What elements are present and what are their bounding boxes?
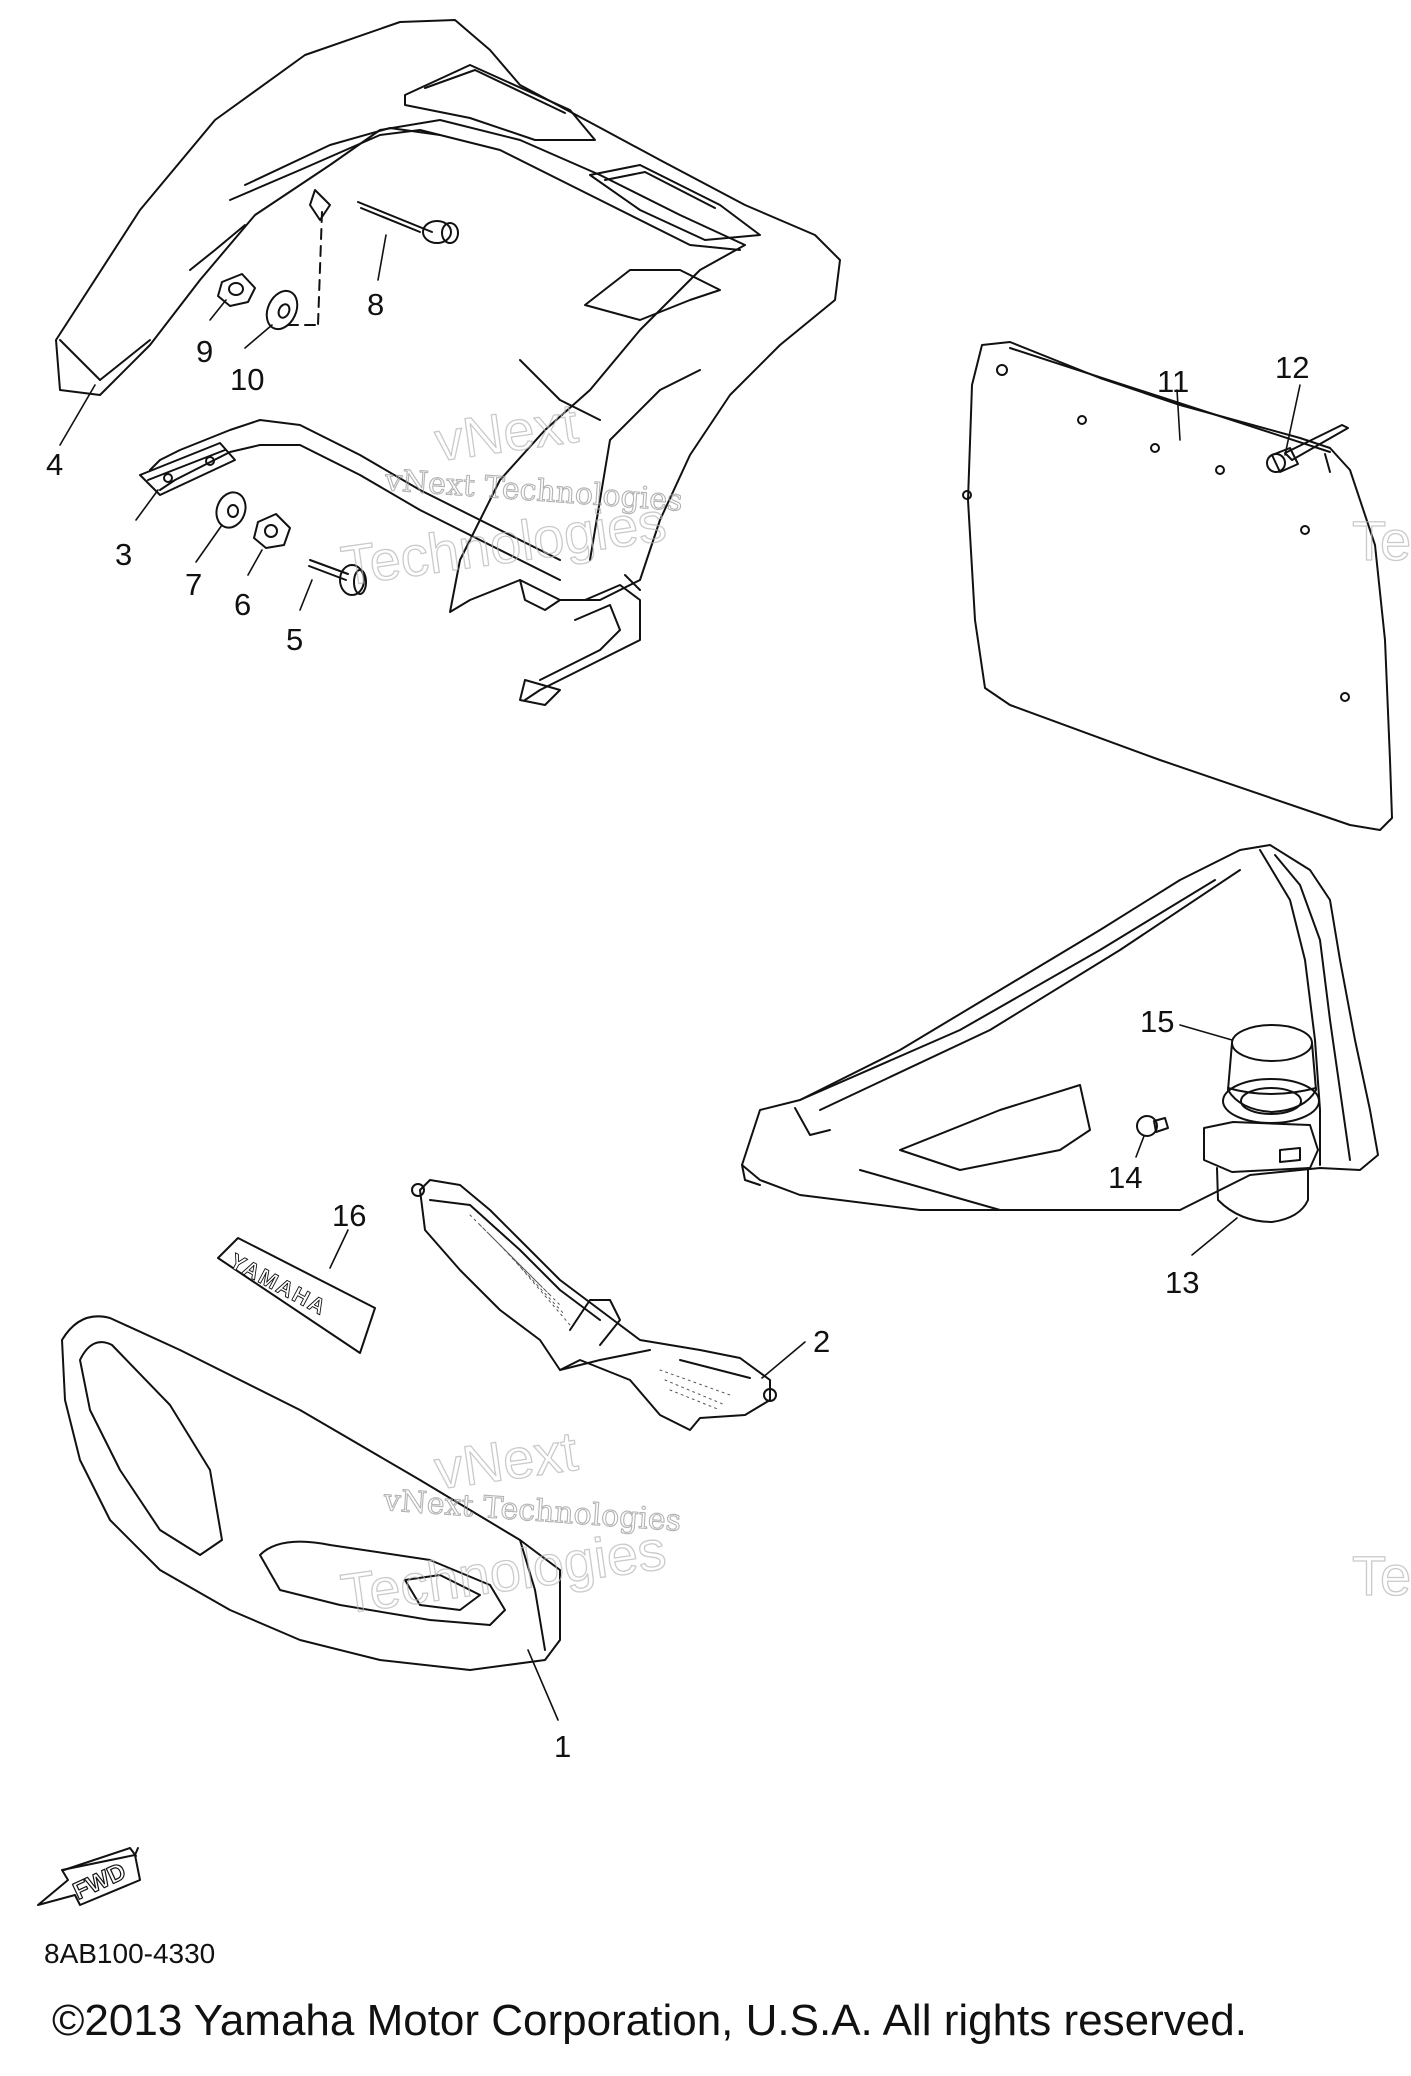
watermark-edge-upper: Te (1352, 509, 1411, 572)
callout-11: 11 (1157, 364, 1189, 399)
callout-3: 3 (115, 537, 132, 572)
part-4-rear-frame (56, 20, 840, 705)
part-6-nut (254, 514, 290, 548)
callout-10: 10 (230, 362, 264, 397)
watermark-upper-vnext: vNext (431, 391, 582, 473)
callout-2: 2 (813, 1324, 830, 1359)
callout-14: 14 (1108, 1160, 1142, 1195)
watermark-edge-lower: Te (1352, 1544, 1411, 1607)
part-9-nut (218, 274, 255, 306)
callout-7: 7 (185, 567, 202, 602)
part-13-socket (1204, 1079, 1319, 1222)
part-7-washer (212, 488, 251, 531)
part-5-bolt (309, 560, 366, 595)
watermark-lower-tech: Technologies (337, 1518, 669, 1626)
reference-code: 8AB100-4330 (44, 1938, 216, 1969)
callout-8: 8 (367, 287, 384, 322)
callout-6: 6 (234, 587, 251, 622)
part-10-washer (261, 286, 303, 334)
callout-15: 15 (1140, 1004, 1174, 1039)
vent-hatch (470, 1215, 730, 1410)
part-12-pin (1267, 425, 1348, 472)
callout-1: 1 (554, 1729, 571, 1764)
fwd-arrow: FWD (38, 1848, 140, 1906)
part-16-decal: YAMAHA (218, 1238, 375, 1353)
part-3-bracket (140, 443, 235, 495)
callout-4: 4 (46, 447, 63, 482)
callout-16: 16 (332, 1198, 366, 1233)
part-lamp-housing (742, 845, 1378, 1210)
dashed-leader-4 (288, 212, 322, 325)
callout-13: 13 (1165, 1265, 1199, 1300)
watermark-lower: vNext vNext Technologies Technologies (336, 1418, 682, 1626)
callout-12: 12 (1275, 350, 1309, 385)
part-11-panel (963, 342, 1392, 830)
part-1-front-cover (62, 1316, 560, 1670)
callout-9: 9 (196, 334, 213, 369)
part-14-pin (1137, 1116, 1168, 1136)
part-8-bolt (358, 202, 458, 243)
copyright-notice: ©2013 Yamaha Motor Corporation, U.S.A. A… (52, 1996, 1247, 2045)
callout-numbers: 4 3 7 6 5 8 9 10 11 12 15 14 13 16 2 1 (46, 287, 1309, 1764)
watermark-upper: vNext vNext Technologies Technologies (337, 390, 685, 598)
callout-5: 5 (286, 622, 303, 657)
part-15-cap (1228, 1025, 1316, 1112)
part-2-vent (412, 1180, 776, 1430)
callout-leaders (60, 235, 1300, 1720)
